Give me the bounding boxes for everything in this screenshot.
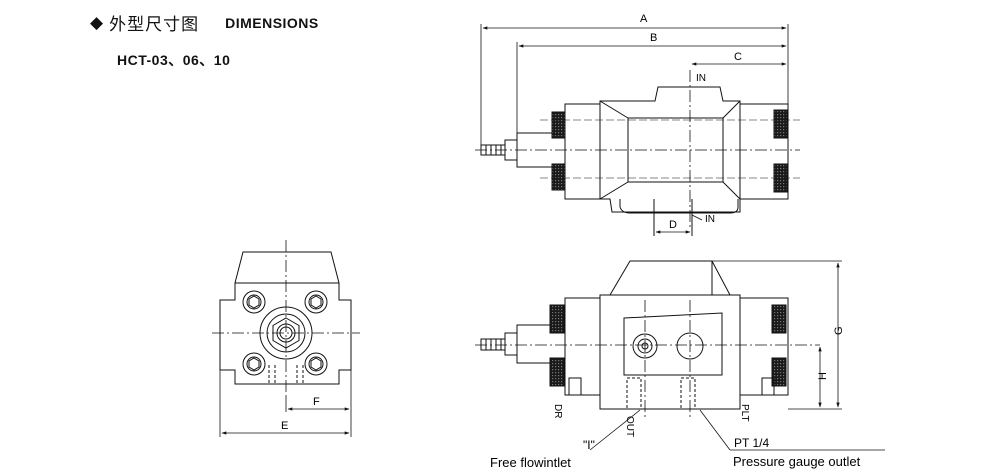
port-label-dr: DR	[552, 404, 563, 418]
top-view	[475, 70, 800, 236]
callout-i-mark: "I"	[583, 438, 595, 452]
dim-label-e: E	[281, 420, 288, 432]
dim-label-g: G	[833, 326, 845, 335]
dim-label-d: D	[669, 219, 677, 231]
end-view-dimensions	[219, 370, 352, 437]
section-title-chinese: 外型尺寸图	[109, 15, 200, 34]
top-view-dimensions	[480, 24, 789, 234]
section-title-english: DIMENSIONS	[225, 14, 319, 31]
port-label-plt: PLT	[739, 404, 750, 422]
end-view	[212, 240, 360, 395]
callout-free-flow-inlet: Free flowintlet	[490, 455, 571, 470]
model-list: HCT-03、06、10	[117, 52, 231, 68]
callout-pressure-gauge-outlet: Pressure gauge outlet	[733, 454, 861, 469]
dim-label-c: C	[734, 51, 742, 63]
callout-pt-size: PT 1/4	[734, 436, 769, 450]
dim-label-f: F	[313, 396, 320, 408]
dim-label-a: A	[640, 13, 648, 25]
section-header: ◆ 外型尺寸图 DIMENSIONS	[90, 10, 319, 35]
port-label-in-bottom: IN	[705, 214, 715, 225]
front-view	[475, 260, 820, 420]
port-label-out: OUT	[624, 416, 635, 437]
front-view-dimensions	[589, 260, 885, 451]
dim-label-h: H	[817, 372, 829, 380]
diamond-bullet-icon: ◆	[90, 12, 104, 32]
dim-label-b: B	[650, 32, 657, 44]
port-label-in-top: IN	[696, 73, 706, 84]
